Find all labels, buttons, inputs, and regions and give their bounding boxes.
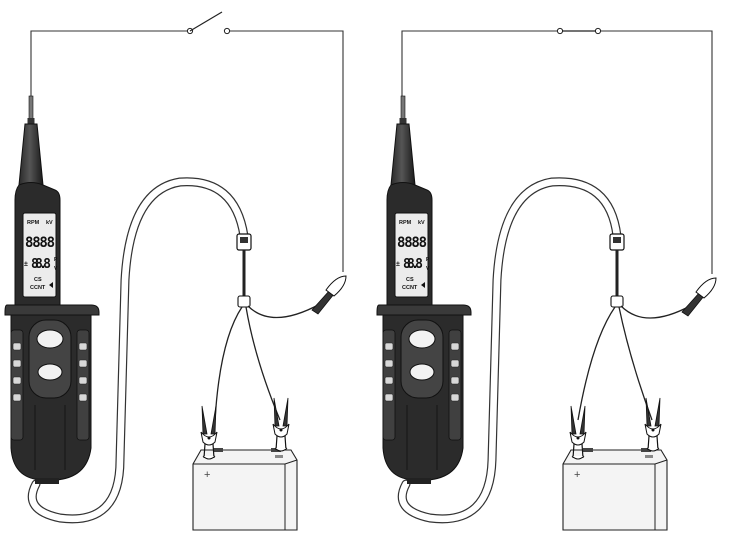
display-sign: ± xyxy=(396,261,400,268)
voltage-tester-probe xyxy=(376,95,472,485)
speaker-icon xyxy=(421,282,425,288)
display-label-ccnt: CCNT xyxy=(402,285,418,291)
probe-alligator-clip xyxy=(311,275,347,315)
display-label-cs: CS xyxy=(406,277,414,283)
display-label-kv: kV xyxy=(418,220,425,226)
switch-contact xyxy=(223,27,231,35)
diagram-left-open-circuit: RPM kV 8888 ± 88.8 P V CS CCNT + xyxy=(4,11,347,531)
circuit-wire xyxy=(401,30,713,274)
battery-polarity-mark: + xyxy=(204,469,210,481)
display-label-rpm: RPM xyxy=(27,220,40,226)
display-sign: ± xyxy=(24,261,28,268)
lead-to-probe-clip xyxy=(247,303,321,319)
battery-clip-positive xyxy=(644,397,662,452)
cable-splitter xyxy=(237,295,251,308)
switch-contact xyxy=(556,27,564,35)
display-label-cs: CS xyxy=(34,277,42,283)
tester-display: RPM kV 8888 ± 88.8 P V CS CCNT xyxy=(24,220,58,291)
display-unit-bottom: V xyxy=(54,266,58,272)
battery: + xyxy=(192,447,298,531)
battery: + xyxy=(562,447,668,531)
display-sub-reading: 88.8 xyxy=(403,257,423,272)
test-cable xyxy=(28,178,248,523)
battery-polarity-mark: + xyxy=(574,469,580,481)
battery-clip-positive xyxy=(272,397,290,452)
display-label-kv: kV xyxy=(46,220,53,226)
display-main-reading: 8888 xyxy=(25,235,55,251)
lead-to-clip-left xyxy=(214,306,243,421)
speaker-icon xyxy=(49,282,53,288)
lead-to-probe-clip xyxy=(620,305,691,319)
cable-splitter xyxy=(610,295,624,308)
circuit-wire xyxy=(30,30,344,272)
switch-contact xyxy=(594,27,602,35)
display-unit-top: P xyxy=(426,257,430,263)
test-cable xyxy=(398,178,621,523)
tester-display: RPM kV 8888 ± 88.8 P V CS CCNT xyxy=(396,220,430,291)
switch-lever-open xyxy=(189,11,223,32)
display-main-reading: 8888 xyxy=(397,235,427,251)
display-label-ccnt: CCNT xyxy=(30,285,46,291)
probe-alligator-clip xyxy=(681,277,717,317)
display-unit-top: P xyxy=(54,257,58,263)
diagram-right-closed-circuit: RPM kV 8888 ± 88.8 P V CS CCNT + xyxy=(376,27,717,531)
display-sub-reading: 88.8 xyxy=(31,257,51,272)
lead-to-clip-left xyxy=(577,306,616,421)
voltage-tester-probe xyxy=(4,95,100,485)
display-label-rpm: RPM xyxy=(399,220,412,226)
display-unit-bottom: V xyxy=(426,266,430,272)
